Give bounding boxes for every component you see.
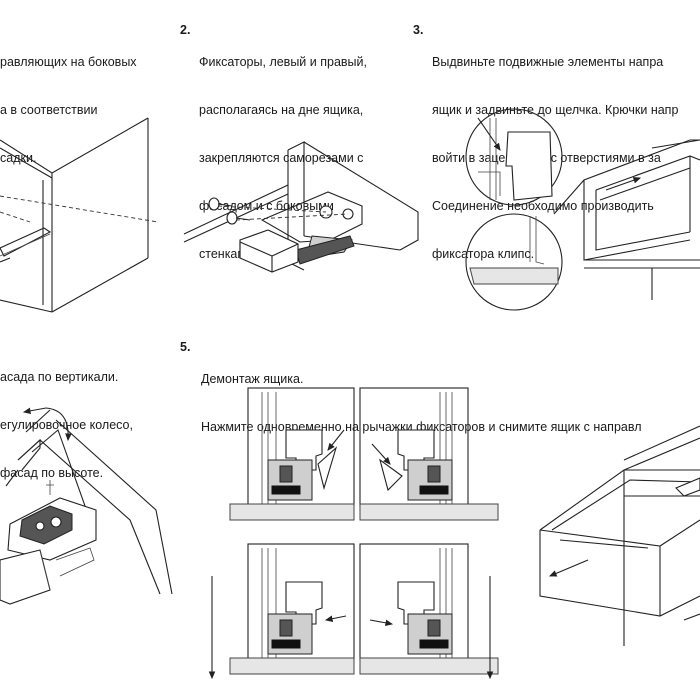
step1-text: равляющих на боковых а в соответствии са…: [0, 22, 137, 182]
figure-dismantle-panels: [208, 387, 499, 680]
step1-line: равляющих на боковых: [0, 55, 137, 69]
step3-line: ящик и задвиньте до щелчка. Крючки напр: [432, 103, 679, 117]
figure-height-adjustment: [0, 407, 173, 605]
step2-line: располагаясь на дне ящика,: [199, 103, 364, 117]
step2-line: Фиксаторы, левый и правый,: [199, 55, 367, 69]
figure-clip-screws: [183, 141, 419, 273]
screw-icon: [226, 211, 251, 225]
step5-line: Демонтаж ящика.: [201, 372, 304, 386]
step1-line: а в соответствии: [0, 103, 98, 117]
step2-number: 2.: [180, 23, 191, 37]
step4-line: фасад по высоте.: [0, 466, 104, 480]
step3-text: Выдвиньте подвижные элементы напра ящик …: [432, 22, 678, 278]
screw-icon: [208, 197, 233, 211]
step4-line: асада по вертикали.: [0, 370, 119, 384]
step3-number: 3.: [413, 23, 424, 37]
figure-drawer-insertion: [465, 108, 700, 311]
figure-drawer-removal: [539, 425, 700, 646]
step5-number: 5.: [180, 340, 191, 354]
step3-line: фиксатора клипс.: [432, 247, 535, 261]
figure-cabinet-runner: [0, 117, 159, 313]
step3-line: Соединение необходимо производить: [432, 199, 654, 213]
step3-line: Выдвиньте подвижные элементы напра: [432, 55, 664, 69]
